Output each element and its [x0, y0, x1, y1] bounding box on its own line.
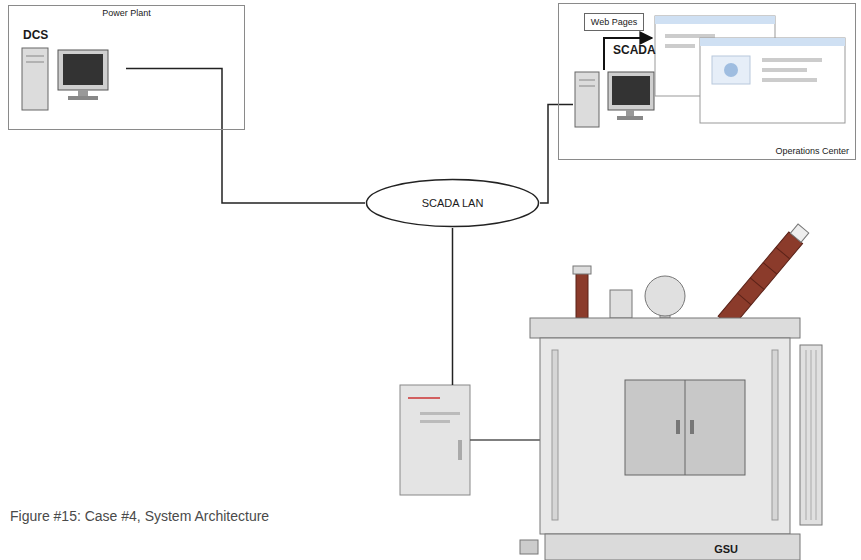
node-label: DCS — [23, 28, 48, 42]
network-cable — [540, 105, 573, 203]
web-page-windows — [604, 16, 845, 123]
monitoring-device — [400, 385, 540, 495]
label-box: Web Pages — [584, 13, 644, 31]
network-cable — [126, 69, 365, 204]
figure-caption: Figure #15: Case #4, System Architecture — [10, 508, 269, 524]
node-label: SCADA LAN — [422, 197, 484, 209]
node-label: Operations Center — [775, 146, 849, 156]
network-cable — [452, 228, 454, 385]
site-box: DCS Power Plant — [8, 5, 245, 130]
computer-node: DCS — [19, 28, 126, 118]
network-ellipse: SCADA LAN — [365, 178, 540, 228]
computer-node: SCADA — [573, 43, 663, 131]
node-label: Web Pages — [591, 17, 637, 27]
node-label: GSU — [714, 543, 738, 555]
node-label: Power Plant — [102, 8, 151, 18]
dcs-computer — [22, 48, 108, 110]
site-box: Web PagesSCADA Operations Center — [558, 3, 856, 160]
scada-computer — [575, 72, 654, 127]
transformer — [520, 223, 822, 560]
transformer-node: GSU — [395, 385, 820, 560]
node-label: SCADA — [613, 43, 656, 57]
